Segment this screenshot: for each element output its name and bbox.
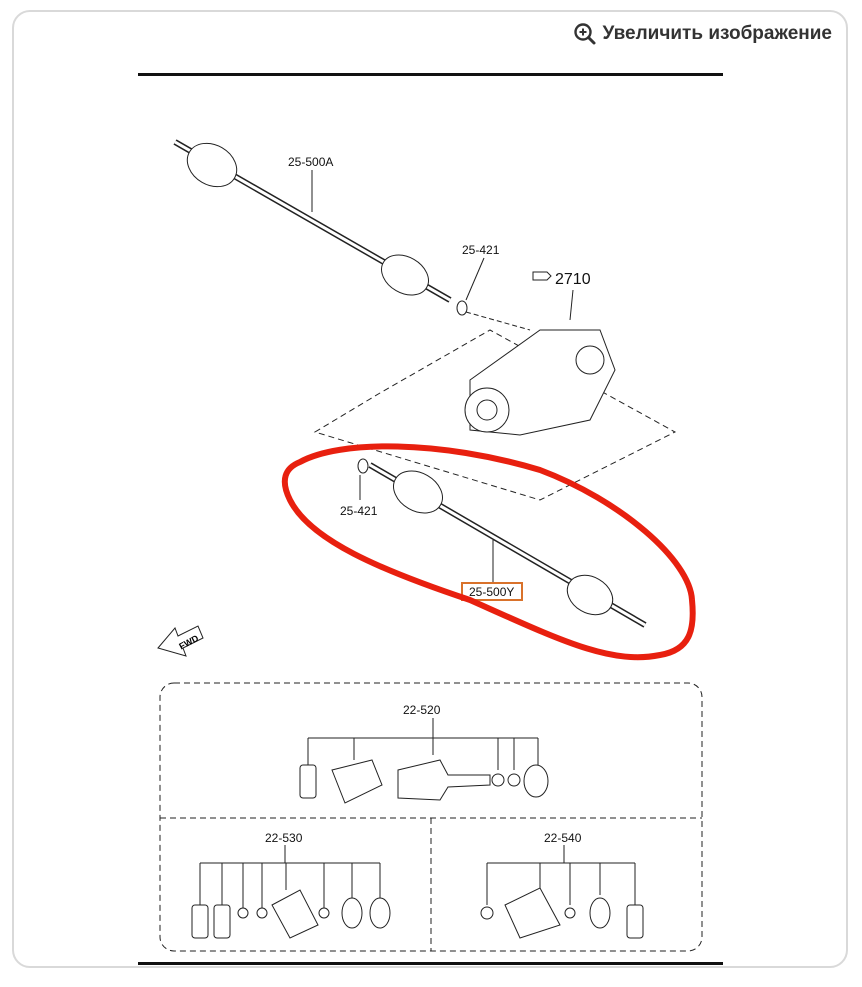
fwd-arrow-icon: FWD xyxy=(157,625,204,657)
red-circle-annotation xyxy=(281,443,696,661)
kit-22-530[interactable] xyxy=(191,845,391,939)
drive-shaft-lower[interactable] xyxy=(368,462,647,628)
zoom-in-icon xyxy=(573,23,595,45)
label-25-421-upper: 25-421 xyxy=(462,243,500,257)
kit-22-540[interactable] xyxy=(480,845,644,939)
drive-shaft-upper[interactable] xyxy=(173,135,452,303)
enlarge-image-label: Увеличить изображение xyxy=(602,23,833,44)
kit-22-520[interactable] xyxy=(299,718,549,804)
label-22-530: 22-530 xyxy=(265,831,303,845)
bottom-rule xyxy=(138,962,723,965)
enlarge-image-button[interactable]: Увеличить изображение xyxy=(573,22,833,46)
label-25-500A: 25-500A xyxy=(288,155,333,169)
label-25-421-lower: 25-421 xyxy=(340,504,378,518)
label-25-500Y[interactable]: 25-500Y xyxy=(469,585,514,599)
label-22-540: 22-540 xyxy=(544,831,582,845)
assembly-outline xyxy=(313,329,677,501)
top-rule xyxy=(138,73,723,76)
clip-upper xyxy=(456,300,468,316)
clip-lower xyxy=(357,458,369,474)
rear-differential-unit[interactable] xyxy=(464,329,616,436)
highlight-box xyxy=(461,582,523,601)
label-22-520: 22-520 xyxy=(403,703,441,717)
label-2710[interactable]: 2710 xyxy=(555,271,591,288)
pointing-hand-icon xyxy=(532,271,552,281)
